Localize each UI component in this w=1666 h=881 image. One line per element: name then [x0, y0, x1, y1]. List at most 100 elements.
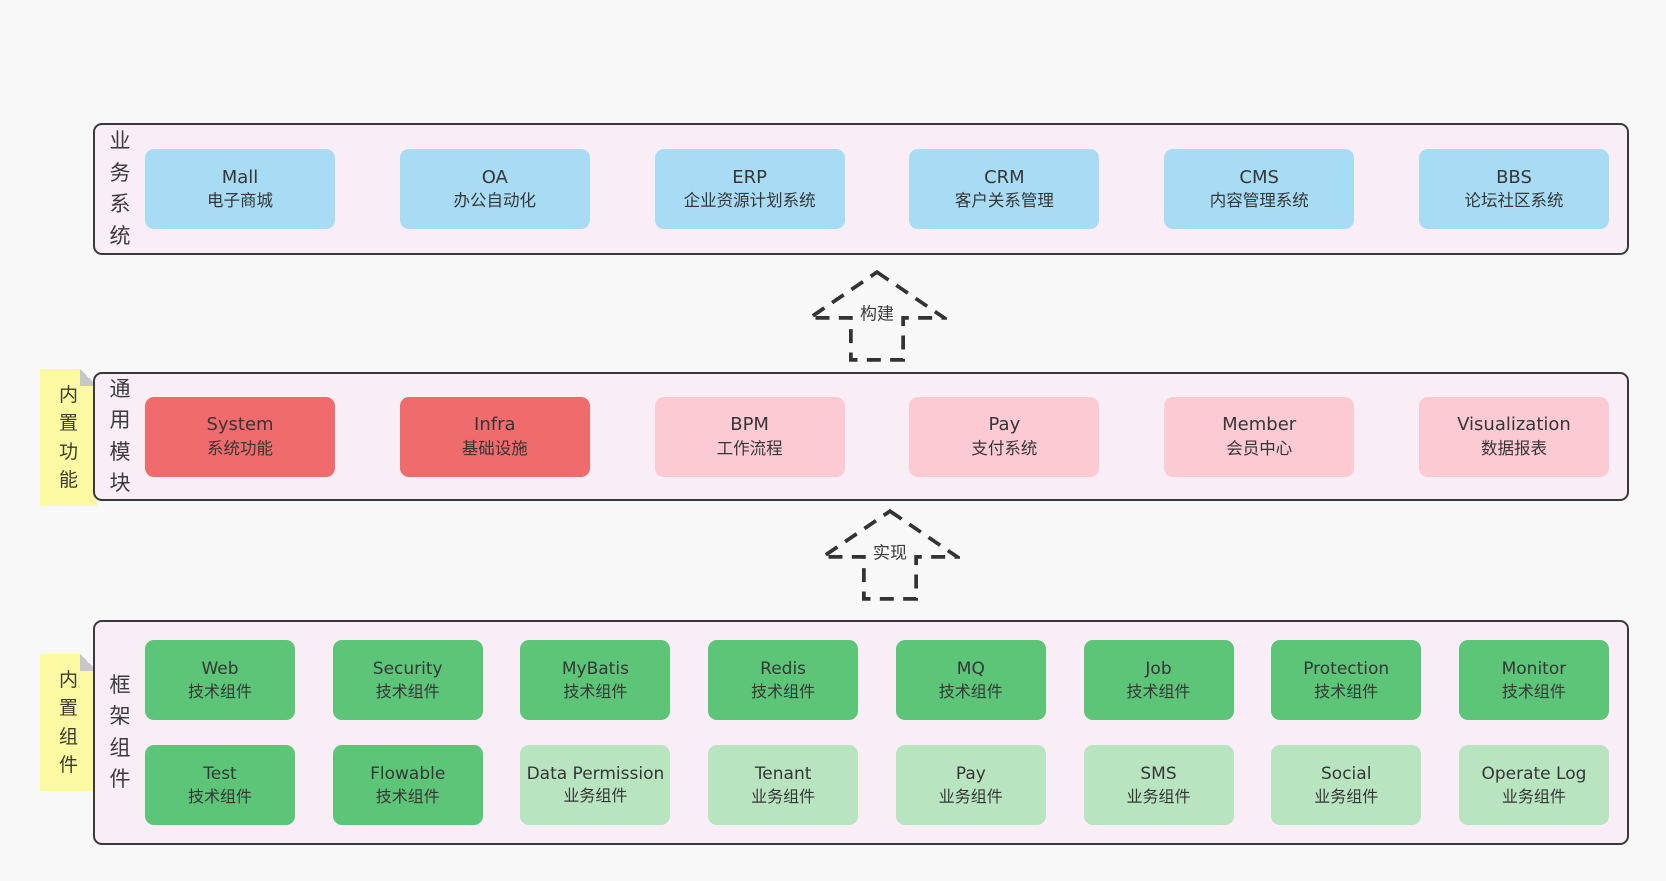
box-tenant-name: Tenant	[754, 763, 812, 784]
box-redis-desc: 技术组件	[751, 681, 816, 701]
arrow-implement: 实现	[820, 503, 960, 607]
component-row-2: Test 技术组件 Flowable 技术组件 Data Permission …	[145, 745, 1609, 825]
module-boxes: System 系统功能 Infra 基础设施 BPM 工作流程 Pay 支付系统…	[145, 374, 1627, 499]
box-monitor-desc: 技术组件	[1501, 681, 1566, 701]
box-security: Security 技术组件	[332, 640, 483, 720]
dashed-up-arrow-icon	[820, 508, 960, 601]
box-member-desc: 会员中心	[1226, 438, 1293, 458]
box-member-name: Member	[1222, 414, 1297, 436]
box-job-name: Job	[1145, 658, 1172, 679]
box-test-desc: 技术组件	[187, 786, 252, 806]
layer-label-components-text: 框架组件	[109, 672, 131, 792]
arrow-implement-label: 实现	[870, 537, 910, 565]
box-oa-name: OA	[481, 166, 508, 188]
box-job: Job 技术组件	[1083, 640, 1234, 720]
box-visualization: Visualization 数据报表	[1418, 396, 1609, 477]
box-flowable: Flowable 技术组件	[332, 745, 483, 825]
box-social-name: Social	[1321, 763, 1372, 784]
box-crm-name: CRM	[984, 166, 1025, 188]
box-social: Social 业务组件	[1271, 745, 1422, 825]
box-pay-desc: 支付系统	[971, 438, 1038, 458]
box-job-desc: 技术组件	[1126, 681, 1191, 701]
box-bbs-name: BBS	[1496, 166, 1532, 188]
layer-framework-components: 框架组件 Web 技术组件 Security 技术组件 MyBatis 技术组件…	[93, 620, 1629, 845]
box-bbs: BBS 论坛社区系统	[1418, 149, 1609, 229]
box-mall-desc: 电子商城	[207, 191, 273, 211]
box-mall: Mall 电子商城	[145, 149, 335, 229]
box-protection-desc: 技术组件	[1314, 681, 1379, 701]
box-mybatis: MyBatis 技术组件	[520, 640, 671, 720]
component-row-1: Web 技术组件 Security 技术组件 MyBatis 技术组件 Redi…	[145, 640, 1609, 720]
sticky-note-builtin-components-text: 内置组件	[58, 668, 78, 777]
box-protection-name: Protection	[1303, 658, 1390, 679]
dashed-up-arrow-icon	[807, 269, 947, 362]
box-pay-biz: Pay 业务组件	[895, 745, 1046, 825]
box-mq-name: MQ	[956, 658, 985, 679]
box-crm: CRM 客户关系管理	[909, 149, 1100, 229]
sticky-note-builtin-features: 内置功能	[40, 369, 97, 506]
box-infra-name: Infra	[474, 414, 516, 436]
box-test: Test 技术组件	[145, 745, 295, 825]
box-bpm-name: BPM	[730, 414, 769, 436]
box-cms-name: CMS	[1239, 166, 1279, 188]
box-flowable-desc: 技术组件	[375, 786, 440, 806]
layer-common-modules: 通用模块 System 系统功能 Infra 基础设施 BPM 工作流程 Pay…	[93, 372, 1629, 501]
box-monitor: Monitor 技术组件	[1458, 640, 1609, 720]
layer-business-systems: 业务系统 Mall 电子商城 OA 办公自动化 ERP 企业资源计划系统 CRM…	[93, 123, 1629, 255]
box-bbs-desc: 论坛社区系统	[1464, 191, 1564, 211]
box-test-name: Test	[203, 763, 237, 784]
box-sms: SMS 业务组件	[1083, 745, 1234, 825]
box-erp-name: ERP	[732, 166, 767, 188]
sticky-note-builtin-features-text: 内置功能	[58, 383, 78, 492]
sticky-note-builtin-components: 内置组件	[40, 654, 97, 791]
box-visualization-desc: 数据报表	[1480, 438, 1547, 458]
box-sms-name: SMS	[1140, 763, 1177, 784]
box-pay: Pay 支付系统	[909, 396, 1100, 477]
box-visualization-name: Visualization	[1457, 414, 1571, 436]
box-erp-desc: 企业资源计划系统	[683, 191, 816, 211]
layer-label-components: 框架组件	[95, 622, 145, 843]
box-web: Web 技术组件	[145, 640, 295, 720]
box-protection: Protection 技术组件	[1271, 640, 1422, 720]
arrow-build: 构建	[807, 266, 947, 366]
box-erp: ERP 企业资源计划系统	[654, 149, 845, 229]
box-tenant-desc: 业务组件	[751, 786, 816, 806]
layer-label-business-text: 业务系统	[109, 129, 131, 248]
box-cms-desc: 内容管理系统	[1209, 191, 1309, 211]
box-mq: MQ 技术组件	[895, 640, 1046, 720]
box-mybatis-name: MyBatis	[561, 658, 629, 679]
box-mq-desc: 技术组件	[938, 681, 1003, 701]
box-cms: CMS 内容管理系统	[1164, 149, 1355, 229]
box-security-name: Security	[372, 658, 443, 679]
arrow-build-label: 构建	[857, 298, 897, 326]
box-sms-desc: 业务组件	[1126, 786, 1191, 806]
layer-label-modules-text: 通用模块	[109, 376, 131, 496]
box-infra: Infra 基础设施	[399, 396, 590, 477]
box-redis: Redis 技术组件	[708, 640, 859, 720]
box-operate-log-name: Operate Log	[1481, 763, 1587, 784]
box-web-desc: 技术组件	[187, 681, 252, 701]
box-flowable-name: Flowable	[370, 763, 446, 784]
box-monitor-name: Monitor	[1501, 658, 1567, 679]
box-security-desc: 技术组件	[375, 681, 440, 701]
box-infra-desc: 基础设施	[461, 438, 528, 458]
box-pay-biz-desc: 业务组件	[938, 786, 1003, 806]
box-oa: OA 办公自动化	[399, 149, 590, 229]
box-redis-name: Redis	[760, 658, 807, 679]
component-boxes: Web 技术组件 Security 技术组件 MyBatis 技术组件 Redi…	[145, 622, 1627, 843]
box-mall-name: Mall	[221, 166, 259, 188]
box-pay-biz-name: Pay	[955, 763, 986, 784]
layer-label-modules: 通用模块	[95, 374, 145, 499]
box-mybatis-desc: 技术组件	[563, 681, 628, 701]
box-bpm: BPM 工作流程	[654, 396, 845, 477]
box-tenant: Tenant 业务组件	[708, 745, 859, 825]
box-system: System 系统功能	[145, 396, 335, 477]
box-operate-log: Operate Log 业务组件	[1458, 745, 1609, 825]
box-operate-log-desc: 业务组件	[1501, 786, 1566, 806]
box-crm-desc: 客户关系管理	[954, 191, 1054, 211]
layer-label-business: 业务系统	[95, 125, 145, 253]
business-boxes: Mall 电子商城 OA 办公自动化 ERP 企业资源计划系统 CRM 客户关系…	[145, 125, 1627, 253]
box-member: Member 会员中心	[1164, 396, 1355, 477]
box-data-permission: Data Permission 业务组件	[520, 745, 671, 825]
box-web-name: Web	[201, 658, 239, 679]
